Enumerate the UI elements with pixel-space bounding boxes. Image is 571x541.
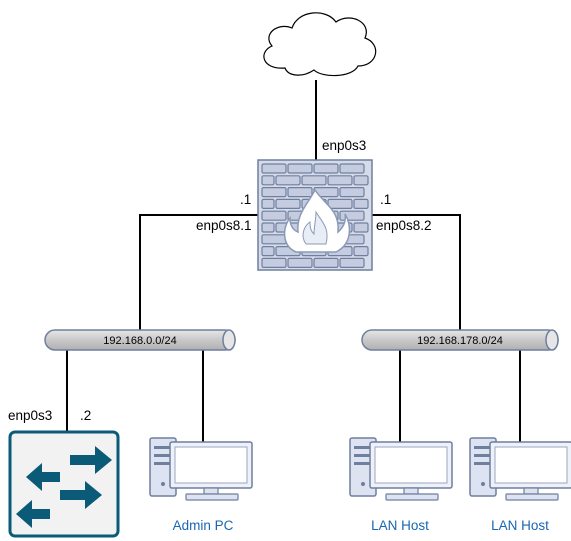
firewall-brick: [261, 257, 287, 268]
network-left-label: 192.168.0.0/24: [103, 335, 176, 347]
firewall-brick: [313, 257, 339, 268]
firewall-brick: [261, 234, 287, 245]
lan-host-1-icon: [349, 437, 453, 501]
firewall-brick: [261, 175, 275, 186]
admin-pc-label: Admin PC: [173, 518, 234, 533]
lan-host-2-icon: [469, 437, 571, 501]
network-right-label: 192.168.178.0/24: [417, 335, 503, 347]
firewall-brick: [275, 175, 301, 186]
firewall-right-ip-label: .1: [380, 192, 391, 207]
firewall-brick: [301, 175, 327, 186]
network-bus-right: 192.168.178.0/24: [361, 329, 559, 351]
firewall-left-iface-label: enp0s8.1: [196, 218, 252, 233]
firewall-brick: [353, 246, 369, 257]
firewall-brick: [287, 187, 313, 198]
firewall-brick: [275, 198, 301, 209]
firewall-brick: [261, 210, 287, 221]
firewall-brick: [261, 187, 287, 198]
firewall-brick: [339, 163, 365, 174]
firewall-brick: [339, 187, 365, 198]
firewall-left-ip-label: .1: [240, 192, 251, 207]
switch-icon: [8, 430, 120, 538]
admin-pc-icon: [149, 437, 253, 501]
firewall-brick: [261, 222, 275, 233]
firewall-brick: [353, 222, 369, 233]
firewall-icon: [257, 159, 373, 271]
firewall-brick: [353, 198, 369, 209]
right-link: [372, 214, 461, 330]
firewall-brick: [339, 210, 365, 221]
switch-ip-label: .2: [80, 408, 91, 423]
firewall-brick: [261, 198, 275, 209]
firewall-brick: [339, 257, 365, 268]
cloud-icon: [263, 12, 377, 77]
firewall-right-iface-label: enp0s8.2: [376, 218, 432, 233]
firewall-brick: [261, 246, 275, 257]
firewall-brick: [353, 175, 369, 186]
firewall-brick: [327, 175, 353, 186]
firewall-brick: [287, 163, 313, 174]
lan-host-1-label: LAN Host: [371, 518, 429, 533]
firewall-wan-iface-label: enp0s3: [322, 138, 366, 153]
switch-iface-label: enp0s3: [8, 408, 52, 423]
firewall-brick: [327, 198, 353, 209]
network-bus-left: 192.168.0.0/24: [44, 329, 236, 351]
firewall-brick: [287, 257, 313, 268]
left-link: [139, 214, 258, 330]
lan-host-2-label: LAN Host: [491, 518, 549, 533]
firewall-brick: [261, 163, 287, 174]
links: [66, 80, 521, 447]
firewall-brick: [313, 163, 339, 174]
